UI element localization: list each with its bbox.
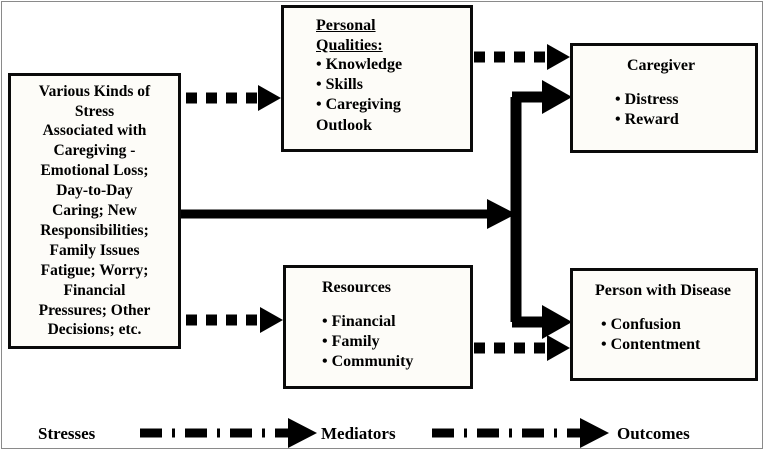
legend-arrow-stresses-to-mediators — [140, 418, 317, 448]
list-item: Distress — [615, 90, 745, 110]
legend-label-mediators: Mediators — [321, 424, 396, 443]
connector-stress-to-qualities — [186, 85, 281, 111]
box-personal-qualities[interactable]: Personal Qualities: Knowledge Skills Car… — [281, 5, 473, 152]
box-person-title: Person with Disease — [595, 282, 731, 299]
legend-arrow-mediators-to-outcomes — [432, 418, 609, 448]
legend-label-outcomes: Outcomes — [617, 424, 690, 443]
list-item: Contentment — [601, 335, 745, 355]
connector-stress-to-trunk — [181, 199, 516, 229]
box-resources-bullets: Financial Family Community — [322, 312, 460, 372]
box-caregiver-title: Caregiver — [627, 57, 696, 74]
list-item: Family — [322, 332, 460, 352]
connector-resources-to-person — [474, 335, 570, 361]
box-person-bullets: Confusion Contentment — [601, 315, 745, 355]
box-resources[interactable]: Resources Financial Family Community — [283, 265, 473, 389]
connector-trunk-to-person — [512, 305, 572, 339]
list-item: Knowledge — [316, 55, 460, 75]
legend-label-stresses: Stresses — [38, 424, 96, 443]
connector-stress-to-resources — [186, 307, 283, 333]
list-item: Skills — [316, 75, 460, 95]
list-item: Confusion — [601, 315, 745, 335]
box-resources-title: Resources — [322, 279, 392, 296]
box-qualities-title: Personal Qualities: — [316, 17, 383, 54]
connector-qualities-to-caregiver — [474, 44, 570, 70]
connector-trunk-to-caregiver — [512, 80, 572, 114]
box-qualities-bullets: Knowledge Skills Caregiving Outlook — [316, 55, 460, 136]
box-various-kinds-of-stress[interactable]: Various Kinds of Stress Associated with … — [8, 73, 181, 349]
list-item: Reward — [615, 110, 745, 130]
list-item: Financial — [322, 312, 460, 332]
box-person-with-disease[interactable]: Person with Disease Confusion Contentmen… — [570, 268, 758, 381]
list-item: Caregiving Outlook — [316, 95, 460, 135]
box-caregiver-bullets: Distress Reward — [615, 90, 745, 130]
list-item: Community — [322, 352, 460, 372]
box-stress-text: Various Kinds of Stress Associated with … — [38, 82, 151, 339]
box-caregiver[interactable]: Caregiver Distress Reward — [570, 43, 758, 153]
